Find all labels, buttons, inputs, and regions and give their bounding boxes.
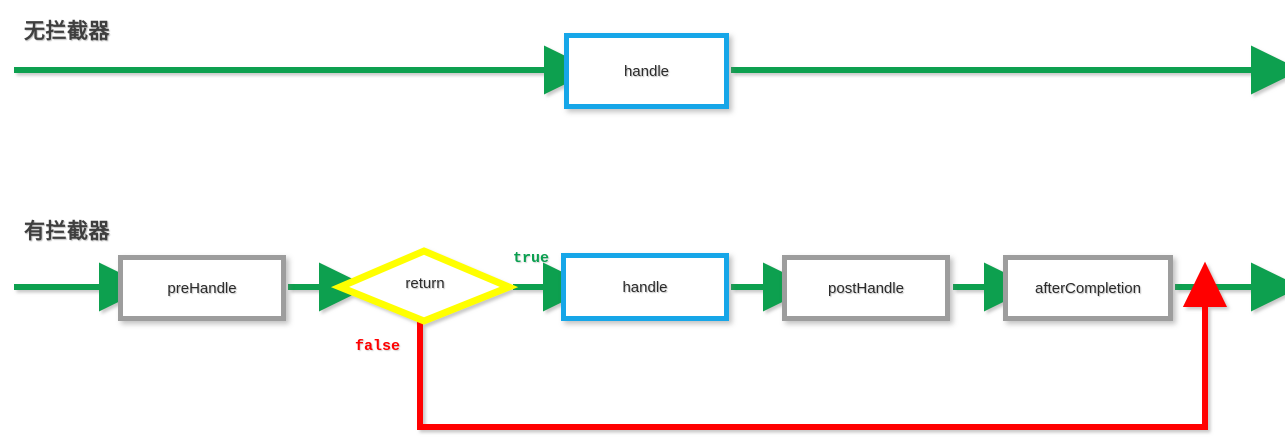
node-prehandle[interactable]: preHandle <box>118 255 286 321</box>
edge-label-true: true <box>513 250 550 267</box>
node-aftercompletion[interactable]: afterCompletion <box>1003 255 1173 321</box>
decision-return-diamond <box>330 247 519 325</box>
section-title-no-interceptor: 无拦截器 <box>24 20 110 43</box>
section-title-with-interceptor: 有拦截器 <box>24 220 110 243</box>
node-handle[interactable]: handle <box>561 253 729 321</box>
edge-return-false-path <box>417 261 1228 430</box>
edge-label-false: false <box>355 338 401 355</box>
node-handle-top[interactable]: handle <box>564 33 729 109</box>
node-return-label: return <box>405 275 445 292</box>
node-posthandle[interactable]: postHandle <box>782 255 950 321</box>
